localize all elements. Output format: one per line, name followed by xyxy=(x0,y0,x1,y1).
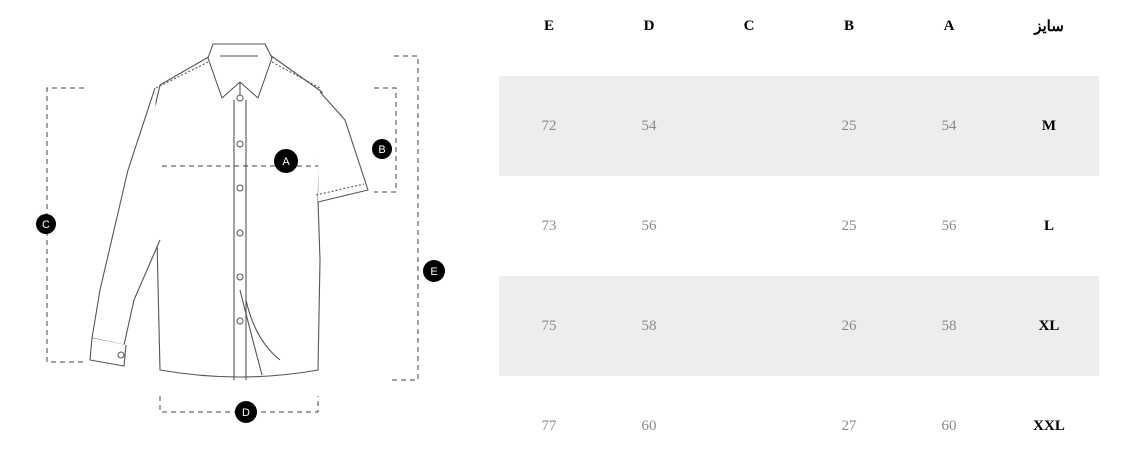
size-chart-table: E D C B A سایز 72 54 25 54 M 73 56 25 56… xyxy=(499,0,1099,476)
cell-c xyxy=(699,76,799,176)
cell-d: 60 xyxy=(641,417,657,434)
header-d: D xyxy=(643,17,655,34)
cell-a: 60 xyxy=(941,417,957,434)
cell-c xyxy=(699,176,799,276)
marker-b: B xyxy=(372,139,392,159)
cell-size: XXL xyxy=(1033,417,1065,434)
cell-e: 72 xyxy=(499,76,599,176)
header-size: سایز xyxy=(1034,18,1064,35)
cell-c xyxy=(699,276,799,376)
marker-c: C xyxy=(36,214,56,234)
marker-d-label: D xyxy=(242,407,250,419)
shirt-measurement-diagram: A B C D E xyxy=(36,43,445,423)
table-row: 75 58 26 58 XL xyxy=(499,276,1099,376)
cell-e: 75 xyxy=(499,276,599,376)
marker-e-label: E xyxy=(430,266,437,278)
cell-d: 58 xyxy=(599,276,699,376)
cell-b: 25 xyxy=(841,217,857,234)
cell-d: 54 xyxy=(599,76,699,176)
cell-size: L xyxy=(1043,217,1054,234)
header-b: B xyxy=(843,17,854,34)
table-row: 77 60 27 60 XXL xyxy=(499,376,1099,476)
marker-a: A xyxy=(274,149,298,173)
marker-c-label: C xyxy=(42,219,50,231)
table-header-row: E D C B A سایز xyxy=(499,0,1099,52)
cell-size: M xyxy=(999,76,1099,176)
header-a: A xyxy=(943,17,955,34)
header-spacer xyxy=(499,52,1099,76)
cell-a: 54 xyxy=(899,76,999,176)
table-row: 72 54 25 54 M xyxy=(499,76,1099,176)
marker-e: E xyxy=(423,260,445,282)
marker-d: D xyxy=(235,401,257,423)
cell-a: 58 xyxy=(899,276,999,376)
header-c: C xyxy=(743,17,755,34)
cell-b: 26 xyxy=(799,276,899,376)
shirt-buttons xyxy=(117,94,244,359)
cell-a: 56 xyxy=(941,217,957,234)
cell-size: XL xyxy=(999,276,1099,376)
table-row: 73 56 25 56 L xyxy=(499,176,1099,276)
cell-b: 27 xyxy=(841,417,857,434)
cell-d: 56 xyxy=(641,217,657,234)
cell-e: 77 xyxy=(541,417,557,434)
cell-b: 25 xyxy=(799,76,899,176)
marker-b-label: B xyxy=(378,144,385,156)
marker-a-label: A xyxy=(282,156,290,168)
shirt-outline xyxy=(89,43,369,380)
cell-c xyxy=(699,376,799,476)
cell-e: 73 xyxy=(541,217,557,234)
header-e: E xyxy=(543,17,554,34)
